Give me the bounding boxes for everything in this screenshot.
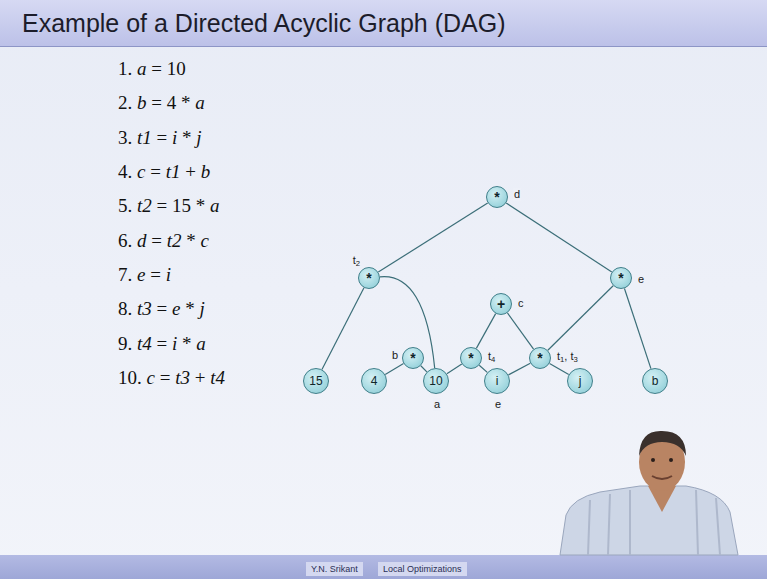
node-name-label: e xyxy=(637,273,645,286)
node-name-label: c xyxy=(517,297,525,310)
operator-symbol: * xyxy=(618,271,623,285)
shirt-stripes xyxy=(588,490,720,555)
dag-edge xyxy=(506,203,612,272)
operator-node: *t2 xyxy=(358,267,380,289)
code-line: 9. t4 = i * a xyxy=(118,333,206,355)
presenter-shirt xyxy=(560,486,738,555)
dag-edge xyxy=(624,288,650,368)
node-name-label: t4 xyxy=(487,350,496,363)
footer-text: Local Optimizations xyxy=(378,562,467,576)
operator-symbol: * xyxy=(494,190,499,204)
node-name-label: t1, t3 xyxy=(556,350,579,363)
node-name-label: d xyxy=(513,188,521,201)
leaf-value: 4 xyxy=(371,374,378,388)
dag-edge xyxy=(380,277,435,368)
leaf-node: 10a xyxy=(423,368,449,394)
operator-symbol: * xyxy=(537,351,542,365)
dag-edge xyxy=(476,314,495,349)
operator-node: *e xyxy=(610,267,632,289)
presenter-eye xyxy=(651,458,655,462)
leaf-value: 10 xyxy=(429,374,442,388)
code-line: 1. a = 10 xyxy=(118,58,186,80)
code-line: 7. e = i xyxy=(118,264,171,286)
dag-edge xyxy=(322,288,364,370)
presenter-hair xyxy=(639,431,686,456)
dag-edge xyxy=(548,286,613,351)
leaf-node: ie xyxy=(484,368,510,394)
leaf-value: i xyxy=(496,374,499,388)
footer-text: Y.N. Srikant xyxy=(306,562,363,576)
operator-symbol: * xyxy=(366,271,371,285)
presenter-figure xyxy=(560,431,738,555)
operator-node: +c xyxy=(490,293,512,315)
operator-node: *b xyxy=(402,347,424,369)
operator-node: *t4 xyxy=(460,347,482,369)
code-line: 3. t1 = i * j xyxy=(118,127,202,149)
operator-symbol: + xyxy=(497,297,505,311)
node-name-label: t2 xyxy=(352,254,361,267)
code-line: 5. t2 = 15 * a xyxy=(118,195,220,217)
operator-symbol: * xyxy=(410,351,415,365)
operator-node: *t1, t3 xyxy=(529,347,551,369)
leaf-value: b xyxy=(652,374,659,388)
dag-edge xyxy=(385,364,403,375)
leaf-node: 15 xyxy=(303,368,329,394)
operator-node: *d xyxy=(486,186,508,208)
dag-edge xyxy=(508,363,530,375)
code-line: 6. d = t2 * c xyxy=(118,230,209,252)
node-name-label: b xyxy=(391,349,399,362)
code-line: 8. t3 = e * j xyxy=(118,298,205,320)
leaf-value: 15 xyxy=(309,374,322,388)
presenter-eye xyxy=(669,458,673,462)
code-line: 10. c = t3 + t4 xyxy=(118,367,225,389)
dag-edge xyxy=(479,365,487,372)
leaf-value: j xyxy=(579,374,582,388)
leaf-node: j xyxy=(567,368,593,394)
node-name-label: e xyxy=(494,398,502,411)
leaf-node: b xyxy=(642,368,668,394)
dag-edge xyxy=(507,313,533,349)
operator-symbol: * xyxy=(468,351,473,365)
node-name-label: a xyxy=(433,398,441,411)
code-line: 4. c = t1 + b xyxy=(118,161,210,183)
leaf-node: 4 xyxy=(361,368,387,394)
dag-edge xyxy=(378,203,487,272)
presenter-mouth xyxy=(652,476,672,479)
dag-edge xyxy=(447,364,462,374)
code-line: 2. b = 4 * a xyxy=(118,92,205,114)
slide-title: Example of a Directed Acyclic Graph (DAG… xyxy=(22,9,506,38)
dag-edge xyxy=(550,363,569,374)
